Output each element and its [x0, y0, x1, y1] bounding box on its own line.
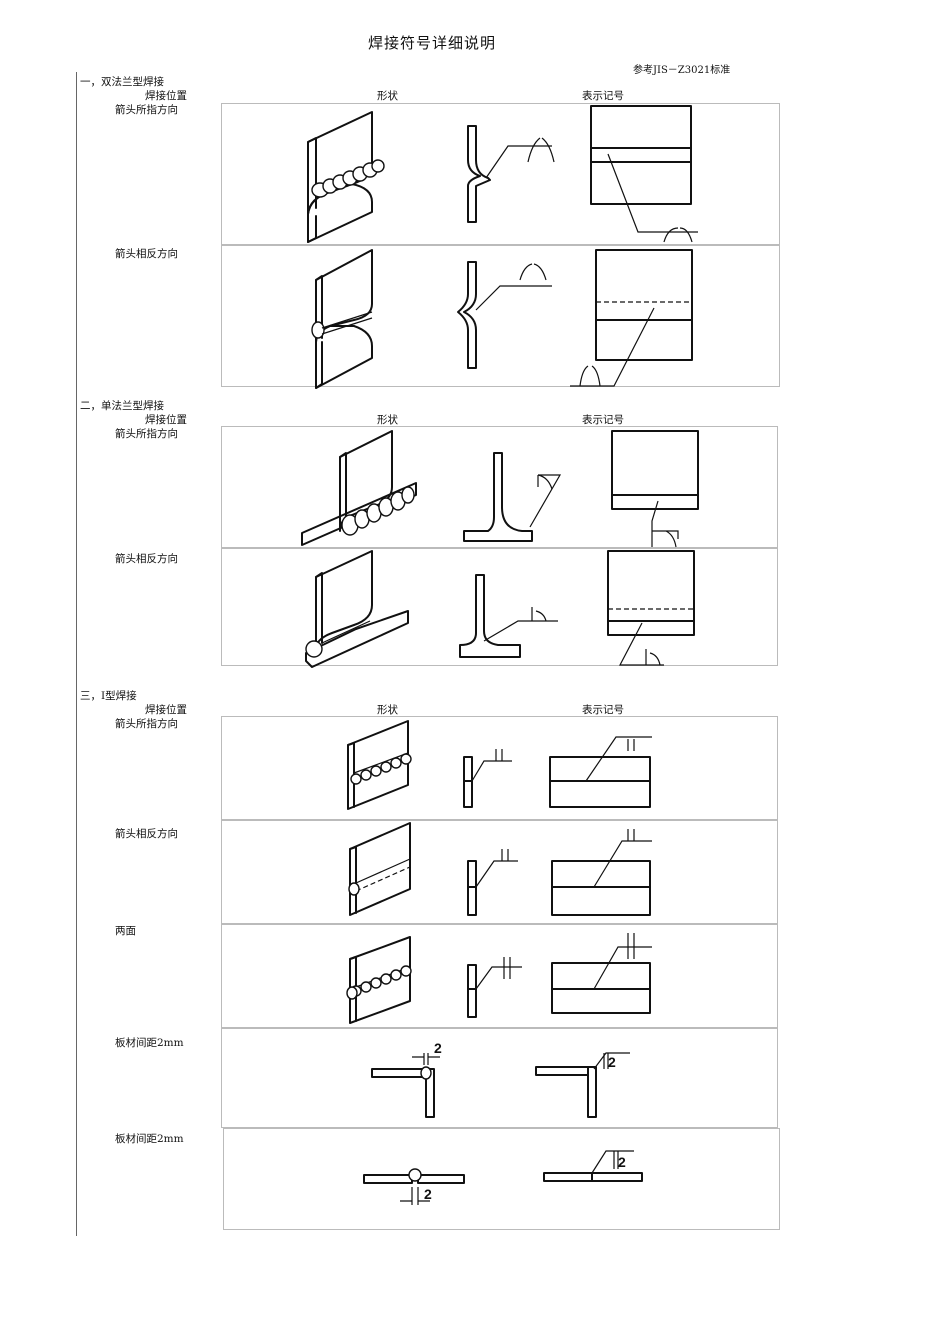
s1-row-2-panel [221, 245, 780, 389]
s1-row-2-label: 箭头相反方向 [115, 248, 178, 260]
s3-row-4-panel: 2 2 [221, 1028, 778, 1128]
s1-header-symbol: 表示记号 [582, 90, 624, 102]
gap-symbol-label-2: 2 [618, 1154, 626, 1170]
gap-symbol-label: 2 [608, 1054, 616, 1070]
s3-row-2-label: 箭头相反方向 [115, 828, 178, 840]
s3-header-symbol: 表示记号 [582, 704, 624, 716]
gap-dimension-label-2: 2 [424, 1186, 432, 1202]
s3-header-position: 焊接位置 [145, 704, 187, 716]
s3-row-5-panel: 2 2 [223, 1128, 780, 1230]
i-butt-arrow-side-drawing [347, 720, 652, 810]
s2-row-2-label: 箭头相反方向 [115, 553, 178, 565]
section-3-heading: 三，I型焊接 [80, 690, 137, 702]
s3-row-3-panel [221, 924, 778, 1028]
s1-header-position: 焊接位置 [145, 90, 187, 102]
section-1-heading: 一，双法兰型焊接 [80, 76, 164, 88]
s2-row-1-label: 箭头所指方向 [115, 428, 178, 440]
gap-inline-drawing: 2 2 [363, 1150, 643, 1205]
section-2-heading: 二，单法兰型焊接 [80, 400, 164, 412]
weld-bead-icon [311, 159, 385, 198]
reference-standard: 参考JIS－Z3021标准 [633, 65, 731, 76]
s3-row-1-panel [221, 716, 778, 820]
s3-row-1-label: 箭头所指方向 [115, 718, 178, 730]
page-title: 焊接符号详细说明 [368, 34, 497, 52]
double-flange-other-side-drawing [311, 249, 693, 389]
s3-row-3-label: 两面 [115, 925, 136, 937]
s2-header-symbol: 表示记号 [582, 414, 624, 426]
s3-header-shape: 形状 [377, 704, 398, 716]
single-flange-arrow-side-drawing [301, 430, 699, 548]
s3-row-5-label: 板材间距2mm [115, 1133, 184, 1145]
s2-row-1-panel [221, 426, 778, 548]
s2-row-2-panel [221, 548, 778, 668]
double-flange-arrow-side-drawing [307, 105, 698, 243]
s3-row-4-label: 板材间距2mm [115, 1037, 184, 1049]
i-butt-other-side-drawing [348, 822, 652, 916]
single-flange-other-side-drawing [305, 550, 695, 668]
s2-header-position: 焊接位置 [145, 414, 187, 426]
s1-row-1-panel [221, 103, 780, 245]
i-butt-both-sides-drawing [346, 933, 652, 1024]
s2-header-shape: 形状 [377, 414, 398, 426]
left-margin-rule [76, 72, 77, 1236]
s3-row-2-panel [221, 820, 778, 924]
gap-dimension-label: 2 [434, 1040, 442, 1056]
gap-corner-drawing: 2 2 [371, 1040, 630, 1118]
s1-row-1-label: 箭头所指方向 [115, 104, 178, 116]
s1-header-shape: 形状 [377, 90, 398, 102]
